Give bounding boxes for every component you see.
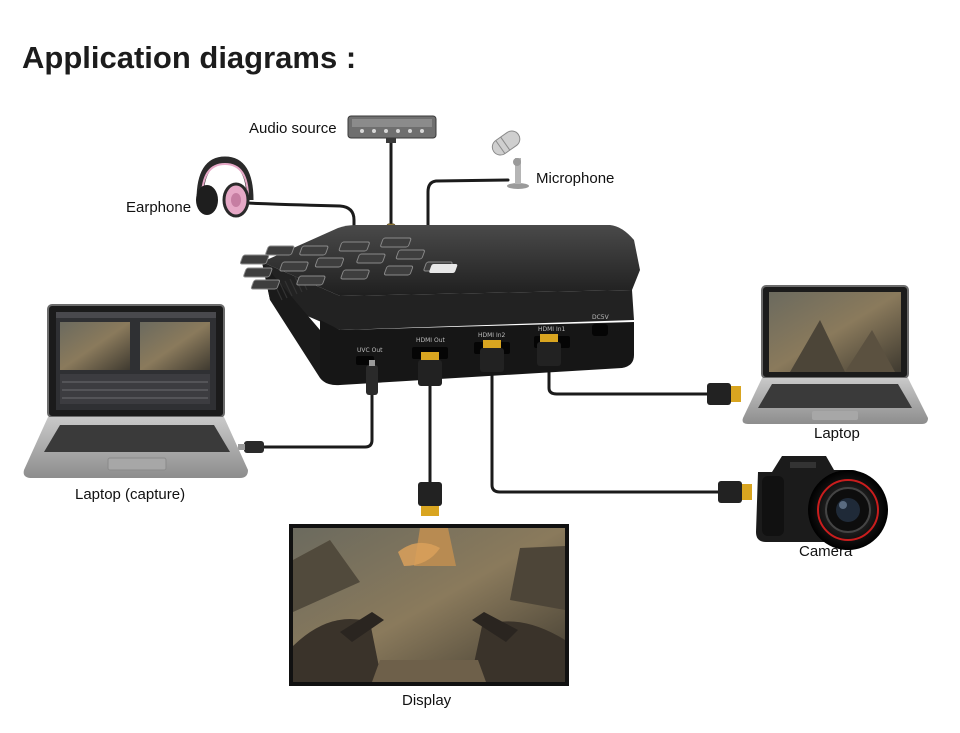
page-title: Application diagrams : <box>22 40 357 75</box>
microphone-icon <box>491 130 529 189</box>
earphone-label: Earphone <box>126 199 192 216</box>
earphone-cable <box>243 201 356 234</box>
laptop-icon <box>742 285 928 424</box>
audio-source-label: Audio source <box>249 120 337 137</box>
camera-hdmi-plug <box>718 481 752 503</box>
display-hdmi-plug <box>418 482 442 516</box>
display-label: Display <box>402 692 452 709</box>
earphone-icon <box>196 156 254 218</box>
port-label-hdmi-out: HDMI Out <box>416 337 446 344</box>
uvc-plug <box>366 360 378 395</box>
laptop-capture-label: Laptop (capture) <box>75 486 186 503</box>
laptop-label: Laptop <box>814 425 860 442</box>
microphone-cable <box>426 178 510 234</box>
cables <box>243 138 724 494</box>
port-label-dc5v: DC5V <box>592 314 610 321</box>
hdmi-in2-plug <box>480 340 504 372</box>
camera-icon <box>756 456 888 550</box>
laptop-capture-usb-plug <box>238 441 264 453</box>
hdmi-in1-plug <box>537 334 561 366</box>
hdmi-in1-cable <box>547 363 713 396</box>
port-label-uvc-out: UVC Out <box>357 347 383 354</box>
uvc-cable <box>260 393 374 449</box>
hdmi-in2-cable <box>490 368 724 494</box>
display-icon <box>289 524 569 686</box>
port-label-hdmi-in2: HDMI In2 <box>478 332 506 339</box>
video-switcher-device: UVC Out HDMI Out HDMI In2 HDMI In1 DC5V <box>239 225 640 386</box>
laptop-capture-icon <box>23 304 248 478</box>
laptop-hdmi-plug <box>707 383 741 405</box>
audio-source-device <box>347 115 437 143</box>
microphone-label: Microphone <box>536 170 615 187</box>
port-label-hdmi-in1: HDMI In1 <box>538 326 566 333</box>
hdmi-out-plug <box>418 352 442 386</box>
